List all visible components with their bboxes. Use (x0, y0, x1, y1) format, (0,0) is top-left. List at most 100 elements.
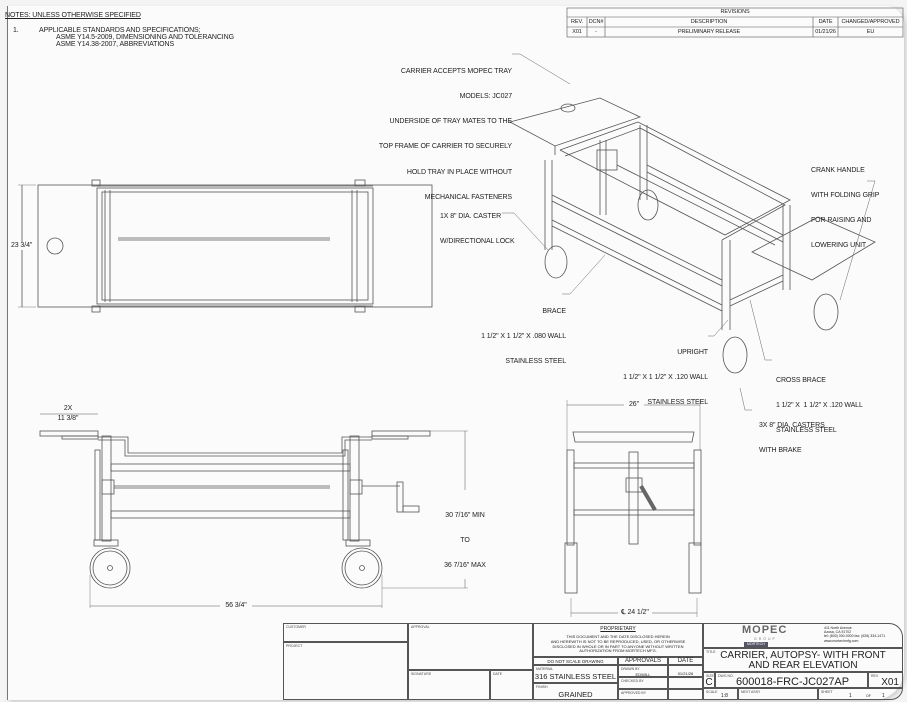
callout-line: HOLD TRAY IN PLACE WITHOUT (406, 168, 512, 176)
customer-label: CUSTOMER (286, 625, 306, 629)
approved-by-field: APPROVED BY (618, 689, 668, 700)
iso-wheel-front-left (544, 245, 568, 279)
address-line: 411 North Avenue (824, 626, 852, 630)
date-cell: 01/21/26 (815, 29, 836, 35)
description-cell: PRELIMINARY RELEASE (677, 29, 741, 35)
iso-wheel-front-right (722, 336, 748, 374)
company-block: MOPEC GROUP MORTECH 411 North Avenue Azu… (703, 623, 903, 648)
sheet-value: 1 (849, 693, 852, 699)
size-value: C (705, 677, 713, 688)
dimension-line: 30 7/16" MIN (445, 511, 485, 519)
dimension-line: 36 7/16" MAX (444, 562, 486, 570)
callout-line: LOWERING UNIT (811, 242, 867, 250)
rev-header: REV. (571, 19, 583, 25)
dcn-header: DCN# (588, 19, 604, 25)
drawn-by-value: EDWILL (635, 672, 651, 677)
iso-tray-right (751, 216, 876, 281)
callout-casters-brake: 3X 8" DIA. CASTERS WITH BRAKE (759, 405, 825, 464)
date-label: DATE (493, 672, 503, 676)
notes-item-title: APPLICABLE STANDARDS AND SPECIFICATIONS; (39, 27, 201, 34)
dimension-tray-qty: 2X (63, 405, 73, 412)
signature-date-field: DATE (490, 670, 533, 700)
drawn-date-value: 01/21/26 (677, 671, 694, 676)
drawn-date-field: 01/21/26 (668, 665, 703, 677)
customer-field: CUSTOMER (283, 623, 408, 642)
side-view-left-upright (101, 435, 112, 542)
notes-item-line: ASME Y14.38-2007, ABBREVIATIONS (56, 41, 175, 48)
proprietary-line: AUTHORIZATION FROM MORTECH MFG. (579, 648, 657, 654)
rev-label: REV (871, 674, 879, 678)
approvals-text: APPROVALS (625, 658, 661, 664)
callout-line: TOP FRAME OF CARRIER TO SECURELY (378, 143, 512, 151)
end-view (564, 400, 702, 617)
dwg-no-label: DWG NO. (718, 674, 734, 678)
date-header: DATE (818, 19, 833, 25)
revision-table-grid (566, 7, 904, 38)
callout-line: 1X 8" DIA. CASTER (440, 212, 502, 220)
callout-line: MODELS: JC027 (459, 93, 512, 101)
material-label: MATERIAL (536, 667, 554, 671)
size-label: SIZE (706, 674, 714, 678)
dimension-top-width: 23 3/4" (11, 242, 33, 251)
notes-item-line: ASME Y14.5-2009, DIMENSIONING AND TOLERA… (56, 34, 234, 41)
approved-date-field (668, 689, 703, 700)
dimension-height: 30 7/16" MIN TO 36 7/16" MAX (440, 495, 490, 580)
dwg-no-value: 600018-FRC-JC027AP (736, 676, 850, 688)
scale-value: 1:8 (721, 693, 728, 699)
drawing-title-line: CARRIER, AUTOPSY- WITH FRONT (720, 650, 886, 661)
checked-date-field (668, 677, 703, 689)
address-line: tel: (800) 000-0000 fax: (626) 334-1471 (824, 634, 886, 639)
project-field: PROJECT (283, 642, 408, 700)
side-view-left-tray (39, 430, 99, 437)
callout-line: 3X 8" DIA. CASTERS (759, 421, 825, 429)
approvals-header: APPROVALS (618, 657, 668, 665)
side-view (39, 413, 468, 608)
callout-line: BRACE (542, 307, 566, 315)
description-header: DESCRIPTION (690, 19, 728, 25)
proprietary-line: DISCLOSED IN WHOLE OR IN PART TO ANYONE … (552, 643, 684, 649)
checked-by-label: CHECKED BY (621, 679, 644, 683)
callout-crank: CRANK HANDLE WITH FOLDING GRIP FOR RAISI… (811, 150, 879, 259)
callout-line: STAINLESS STEEL (505, 358, 566, 366)
top-view (18, 179, 433, 313)
callout-caster-lock: 1X 8" DIA. CASTER W/DIRECTIONAL LOCK (440, 196, 515, 255)
proprietary-text: THIS DOCUMENT AND THE DATE DISCLOSED HER… (534, 634, 702, 654)
approvals-date-header: DATE (668, 657, 703, 665)
sheet-field: SHEET 1 OF 1 (818, 688, 903, 700)
finish-value: GRAINED (558, 690, 593, 699)
callout-line: STAINLESS STEEL (776, 427, 837, 435)
next-assy-label: NEXT ASSY (741, 690, 761, 694)
iso-tray-left (508, 97, 642, 147)
project-label: PROJECT (286, 644, 303, 648)
callout-line: UPRIGHT (677, 348, 708, 356)
dimension-line: TO (460, 537, 470, 545)
title-field: TITLE CARRIER, AUTOPSY- WITH FRONT AND R… (703, 648, 903, 672)
do-not-scale-text: DO NOT SCALE DRAWING (547, 659, 604, 664)
iso-wheel-rear-right (813, 293, 839, 331)
callout-line: 1 1/2" X 1 1/2" X .120 WALL (623, 374, 708, 382)
side-view-left-wheel (89, 547, 131, 589)
sheet-label: SHEET (821, 690, 833, 694)
callout-line: STAINLESS STEEL (647, 399, 708, 407)
dcn-cell: - (595, 29, 597, 35)
proprietary-line: AND HEREWITH IS NOT TO BE REPRODUCED, US… (550, 638, 686, 644)
scale-label: SCALE (706, 690, 718, 694)
callout-upright: UPRIGHT 1 1/2" X 1 1/2" X .120 WALL STAI… (600, 332, 708, 416)
callout-line: WITH BRAKE (759, 447, 802, 455)
side-view-right-upright (349, 435, 360, 542)
signature-field: SIGNATURE (408, 670, 490, 700)
callout-tray: CARRIER ACCEPTS MOPEC TRAY MODELS: JC027… (360, 51, 512, 211)
callout-cross-brace: CROSS BRACE 1 1/2" X 1 1/2" X .120 WALL … (776, 360, 863, 444)
dimension-end-width: 26" (624, 401, 644, 410)
top-view-tray-outline (37, 184, 433, 308)
dimension-caster-track: ℄ 24 1/2" (618, 609, 652, 618)
of-label: OF (866, 694, 871, 698)
of-value: 1 (882, 693, 885, 699)
dimension-tray-length: 11 3/8" (57, 415, 79, 422)
